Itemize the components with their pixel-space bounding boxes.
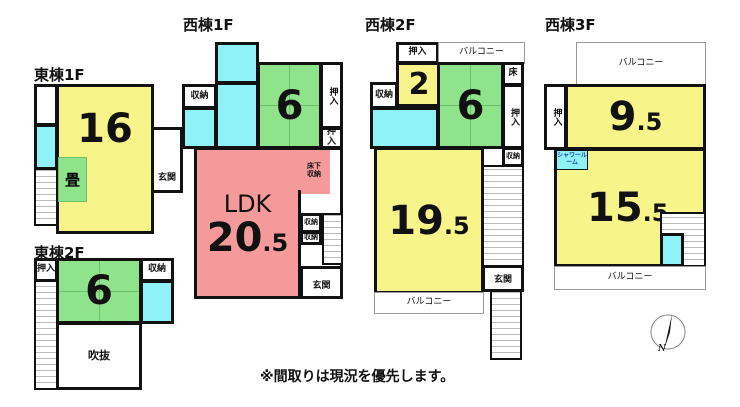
west-1f-title: 西棟1F (183, 16, 234, 34)
compass-north-label: N (658, 344, 666, 354)
closet-label: 押入 (37, 264, 56, 275)
toilet (660, 233, 684, 267)
balcony: バルコニー (374, 292, 484, 314)
entrance-label: 玄関 (157, 173, 176, 184)
ldk-label: LDK (223, 190, 272, 218)
atrium: 吹抜 (56, 322, 142, 390)
closet: 押入 (320, 62, 343, 129)
toilet-washroom (370, 107, 439, 149)
room-19-5: 19.5 (374, 147, 484, 294)
east-2f-title: 東棟2F (34, 244, 85, 262)
balcony-label: バルコニー (406, 297, 452, 308)
tatami-label: 畳 (64, 171, 80, 189)
room-size-decimal: .5 (262, 229, 289, 257)
tatami-room-6: 6 (437, 62, 504, 149)
room-size: 6 (85, 268, 113, 314)
disclaimer-note: ※間取りは現況を優先します。 (260, 369, 455, 385)
compass-icon (650, 314, 686, 350)
shower-room-label: シャワールーム (557, 152, 588, 166)
closet-small: 押入 (320, 127, 343, 149)
storage: 収納 (300, 213, 322, 233)
storage: 収納 (300, 231, 322, 245)
alcove: 床 (502, 62, 524, 86)
storage: 収納 (140, 258, 174, 282)
entrance-label: 玄関 (312, 281, 331, 292)
closet: 押入 (502, 84, 524, 149)
balcony-label: バルコニー (607, 272, 653, 283)
entrance: 玄関 (151, 127, 183, 193)
room-size-decimal: .5 (443, 211, 470, 240)
sink-area (34, 84, 58, 126)
toilet (34, 124, 58, 170)
stairs (34, 168, 58, 226)
closet-label: 押入 (408, 47, 427, 58)
room-9-5: 9.5 (565, 84, 706, 150)
entrance: 玄関 (482, 265, 524, 292)
balcony: バルコニー (576, 42, 706, 86)
washroom (215, 82, 259, 149)
closet-label: 押入 (508, 107, 519, 126)
tatami-room-6: 6 (56, 258, 142, 324)
closet-label: 押入 (326, 127, 336, 147)
tatami-corner: 畳 (58, 157, 87, 202)
balcony: バルコニー (438, 42, 525, 64)
west-3f-title: 西棟3F (545, 16, 596, 34)
closet-label: 押入 (327, 86, 338, 105)
storage-label: 収納 (374, 89, 393, 100)
room-size: 6 (456, 82, 485, 129)
balcony-label: バルコニー (459, 47, 504, 58)
alcove-label: 床 (508, 68, 518, 79)
room-size: 9 (608, 94, 637, 140)
toilet (182, 107, 217, 149)
tatami-room-6: 6 (257, 62, 322, 149)
bathtub (215, 42, 259, 84)
storage-label: 収納 (147, 264, 166, 275)
closet: 押入 (544, 84, 567, 150)
balcony: バルコニー (554, 266, 706, 290)
room-size-decimal: .5 (636, 108, 663, 136)
storage: 収納 (182, 84, 217, 109)
stairs (34, 280, 58, 390)
room-size: 15 (587, 184, 643, 231)
ldk-upper (194, 147, 330, 194)
west-2f-title: 西棟2F (365, 16, 416, 34)
room-size: 2 (408, 66, 430, 102)
storage-label: 収納 (304, 233, 318, 242)
storage-label: 収納 (190, 90, 209, 101)
shower-room: シャワールーム (556, 150, 588, 170)
room-size: 6 (275, 82, 304, 129)
bathroom (140, 280, 174, 324)
storage-label: 収納 (506, 152, 520, 161)
east-1f-title: 東棟1F (34, 66, 85, 84)
ldk-20-5: LDK 20.5 (194, 190, 301, 299)
closet-label: 押入 (551, 108, 562, 126)
closet: 押入 (34, 258, 58, 282)
room-2: 2 (396, 62, 439, 107)
closet: 押入 (396, 42, 439, 64)
entrance: 玄関 (300, 266, 343, 299)
stairs (322, 213, 343, 265)
storage: 収納 (370, 82, 398, 109)
storage-label: 収納 (304, 218, 318, 227)
room-size: 19 (388, 197, 444, 244)
atrium-label: 吹抜 (88, 348, 110, 362)
entrance-label: 玄関 (493, 275, 512, 286)
stairs (482, 165, 524, 267)
outdoor-stairs (490, 290, 522, 360)
underfloor-storage-label: 床下収納 (307, 162, 321, 178)
balcony-label: バルコニー (618, 58, 664, 69)
room-size: 16 (77, 106, 133, 152)
compass: N (648, 310, 688, 360)
storage: 収納 (502, 147, 524, 167)
room-size: 20 (206, 215, 263, 261)
